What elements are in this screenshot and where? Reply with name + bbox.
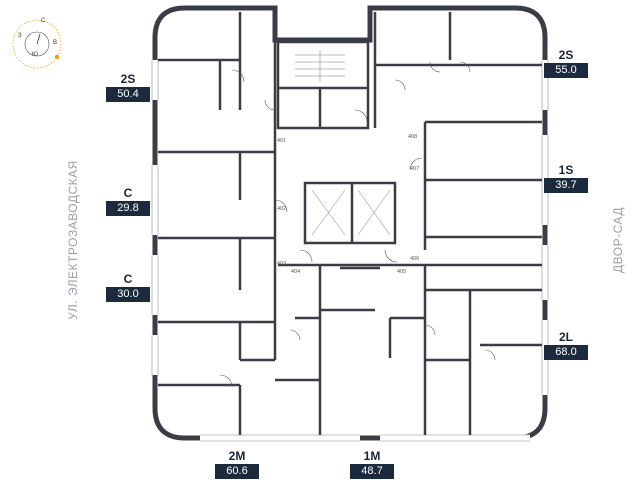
apartment-area: 50.4 (106, 87, 150, 102)
room-403: 403 (277, 261, 286, 267)
apartment-tag-2m-bottom[interactable]: 2M 60.6 (215, 449, 259, 479)
room-406: 406 (410, 256, 419, 262)
room-405: 405 (397, 269, 406, 275)
apartment-tag-1s-right[interactable]: 1S 39.7 (544, 163, 588, 193)
apartment-area: 48.7 (350, 464, 394, 479)
apartment-area: 30.0 (106, 287, 150, 302)
apartment-area: 55.0 (544, 63, 588, 78)
apartment-type: 2L (558, 330, 573, 344)
room-labels: 401 402 403 404 405 406 407 408 (277, 134, 419, 275)
apartment-type: 1S (558, 163, 574, 177)
apartment-tag-c-upper[interactable]: C 29.8 (106, 186, 150, 216)
stair-steps (295, 50, 391, 236)
room-408: 408 (408, 134, 417, 140)
apartment-area: 60.6 (215, 464, 259, 479)
apartment-type: 1M (363, 449, 381, 463)
room-404: 404 (291, 269, 300, 275)
apartment-type: 2S (558, 48, 574, 62)
apartment-area: 68.0 (544, 345, 588, 360)
compass-west: З (18, 33, 22, 39)
compass-east: В (53, 40, 57, 46)
apartment-area: 29.8 (106, 201, 150, 216)
room-402: 402 (277, 206, 286, 212)
compass-icon: С З Ю В (12, 18, 62, 69)
apartment-tag-c-lower[interactable]: C 30.0 (106, 272, 150, 302)
room-407: 407 (410, 166, 419, 172)
apartment-type: C (123, 186, 133, 200)
interior-walls (158, 12, 542, 435)
apartment-tag-1m-bottom[interactable]: 1M 48.7 (350, 449, 394, 479)
building-outline (151, 5, 549, 442)
apartment-type: C (123, 272, 133, 286)
apartment-tag-2s-left[interactable]: 2S 50.4 (106, 72, 150, 102)
door-swings (219, 61, 496, 388)
apartment-tag-2s-right[interactable]: 2S 55.0 (544, 48, 588, 78)
apartment-type: 2M (228, 449, 246, 463)
apartment-type: 2S (120, 72, 136, 86)
apartment-area: 39.7 (544, 178, 588, 193)
apartment-tag-2l-right[interactable]: 2L 68.0 (544, 330, 588, 360)
street-left-label: УЛ. ЭЛЕКТРОЗАВОДСКАЯ (66, 160, 80, 320)
compass-north: С (41, 18, 46, 24)
compass-south: Ю (32, 52, 38, 58)
street-right-label: ДВОР-САД (611, 207, 625, 273)
room-401: 401 (277, 138, 286, 144)
